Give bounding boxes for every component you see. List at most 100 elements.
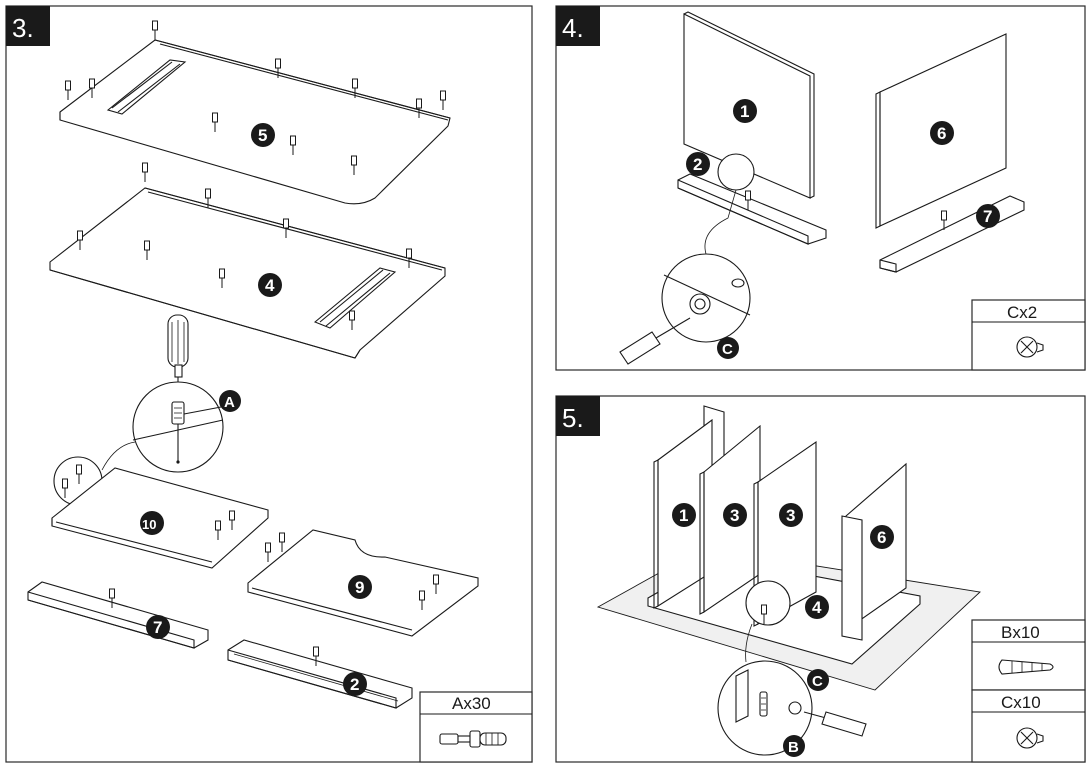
dowel-pin (76, 464, 82, 475)
part-label-1-step5: 1 (672, 503, 696, 527)
dowel-pin (265, 542, 271, 553)
dowel-pin (275, 58, 281, 69)
dowel-pin (745, 190, 751, 201)
svg-text:3: 3 (730, 506, 739, 525)
svg-text:Cx10: Cx10 (1001, 693, 1041, 712)
dowel-pin (89, 78, 95, 89)
part-label-7: 7 (146, 615, 170, 639)
part-label-2-step4: 2 (686, 152, 710, 176)
svg-text:2: 2 (693, 155, 702, 174)
step4-zoom-leader (704, 189, 737, 255)
svg-text:4.: 4. (562, 13, 584, 43)
board-2-step4 (677, 173, 827, 245)
svg-text:1: 1 (679, 506, 688, 525)
svg-text:A: A (224, 394, 235, 411)
part-label-6-step5: 6 (870, 525, 894, 549)
dowel-pin (279, 532, 285, 543)
part-label-3-left: 3 (723, 503, 747, 527)
dowel-pin (205, 188, 211, 199)
hardware-box-a: Ax30 (419, 691, 533, 763)
step5-zoom-leader (745, 623, 753, 663)
dowel-pin (352, 78, 358, 89)
svg-text:Cx2: Cx2 (1007, 303, 1037, 322)
svg-text:B: B (788, 739, 799, 756)
cam-lock-icon-step5 (1016, 727, 1044, 749)
zoom-leader (101, 441, 136, 471)
dowel-pin (351, 155, 357, 166)
callout-b-step5: B (783, 735, 805, 757)
step-5-label: 5. (556, 396, 600, 436)
cam-lock-icon (1016, 336, 1044, 358)
step5-small-zoom (745, 580, 791, 626)
step-4-label: 4. (556, 6, 600, 46)
part-label-1: 1 (733, 99, 757, 123)
svg-text:7: 7 (153, 618, 162, 637)
dowel-pin (283, 218, 289, 229)
hardware-box-c-step5: Cx10 (971, 689, 1086, 763)
dowel-pin (419, 590, 425, 601)
part-label-6: 6 (930, 121, 954, 145)
dowel-zoom-detail (132, 381, 224, 473)
dowel-pin (433, 574, 439, 585)
dowel-pin (215, 520, 221, 531)
dowel-cam-zoom-detail (717, 660, 813, 756)
svg-text:C: C (722, 341, 733, 358)
dowel-pin (941, 210, 947, 221)
dowel-pin (219, 268, 225, 279)
wood-dowel-icon (998, 659, 1054, 675)
part-label-5: 5 (251, 123, 275, 147)
svg-text:10: 10 (142, 517, 156, 532)
hardware-box-b: Bx10 (971, 619, 1086, 691)
board-4 (49, 187, 446, 359)
svg-text:C: C (812, 673, 823, 690)
svg-text:2: 2 (350, 675, 359, 694)
dowel-pin-icon (439, 730, 507, 748)
svg-text:1: 1 (740, 102, 749, 121)
part-label-9: 9 (348, 575, 372, 599)
part-label-2: 2 (343, 672, 367, 696)
dowel-pin (62, 478, 68, 489)
dowel-pin (77, 230, 83, 241)
svg-text:4: 4 (265, 276, 275, 295)
dowel-pin (152, 20, 158, 31)
dowel-pin (212, 112, 218, 123)
dowel-pin (290, 135, 296, 146)
dowel-pin (229, 510, 235, 521)
svg-text:5.: 5. (562, 403, 584, 433)
step-3-label: 3. (6, 6, 50, 46)
svg-text:Bx10: Bx10 (1001, 623, 1040, 642)
dowel-pin (349, 310, 355, 321)
part-label-3-right: 3 (779, 503, 803, 527)
screwdriver-icon-step5 (803, 711, 867, 737)
part-label-4-step5: 4 (805, 595, 829, 619)
svg-text:5: 5 (258, 126, 267, 145)
screwdriver-icon (167, 314, 189, 392)
dowel-pin (761, 604, 767, 615)
dowel-markers (62, 20, 947, 666)
hardware-box-c: Cx2 (971, 299, 1086, 371)
callout-c-step5: C (807, 669, 829, 691)
callout-a: A (183, 390, 241, 415)
dowel-pin (142, 162, 148, 173)
step4-small-zoom (717, 153, 755, 191)
svg-text:4: 4 (812, 598, 822, 617)
dowel-pin (144, 240, 150, 251)
dowel-pin (65, 80, 71, 91)
dowel-pin (440, 90, 446, 101)
dowel-pin (406, 248, 412, 259)
dowel-pin (416, 98, 422, 109)
part-label-4: 4 (258, 273, 282, 297)
svg-text:9: 9 (355, 578, 364, 597)
dowel-pin (313, 646, 319, 657)
board-2 (227, 639, 413, 709)
callout-c-step4: C (717, 337, 739, 359)
svg-text:Ax30: Ax30 (452, 694, 491, 713)
svg-text:6: 6 (877, 528, 886, 547)
cam-lock-zoom-detail (661, 253, 751, 343)
svg-text:3: 3 (786, 506, 795, 525)
dowel-pin (109, 588, 115, 599)
part-label-7-step4: 7 (976, 204, 1000, 228)
screwdriver-icon-step4 (619, 317, 691, 365)
